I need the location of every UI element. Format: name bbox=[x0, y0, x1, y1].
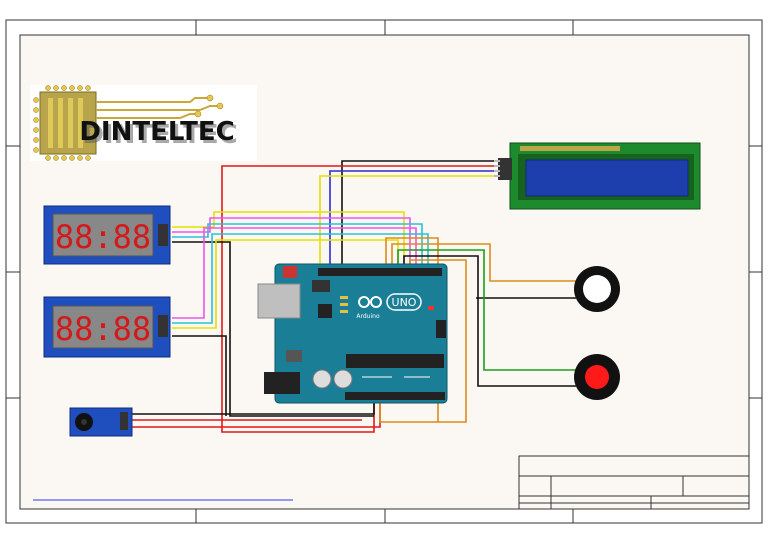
bottom-display-readout: 88:88 bbox=[55, 310, 151, 348]
push-button-red bbox=[574, 354, 620, 400]
logo-text-shadow: DINTELTEC bbox=[82, 120, 237, 150]
arduino-brand-label: Arduino bbox=[356, 313, 380, 320]
seven-seg-display-top: 88:88 bbox=[43, 205, 171, 265]
buzzer-module bbox=[69, 407, 133, 437]
lcd-module bbox=[494, 142, 701, 210]
logo-text: DINTELTEC bbox=[79, 117, 234, 147]
dinteltec-logo: DINTELTEC DINTELTEC bbox=[30, 85, 257, 161]
arduino-model-label: UNO bbox=[392, 296, 417, 309]
push-button-white bbox=[574, 266, 620, 312]
seven-seg-display-bottom: 88:88 bbox=[43, 296, 171, 358]
arduino-uno-board: UNO Arduino bbox=[257, 263, 448, 404]
wires bbox=[132, 160, 576, 433]
title-block bbox=[518, 455, 750, 510]
top-display-readout: 88:88 bbox=[55, 218, 151, 256]
